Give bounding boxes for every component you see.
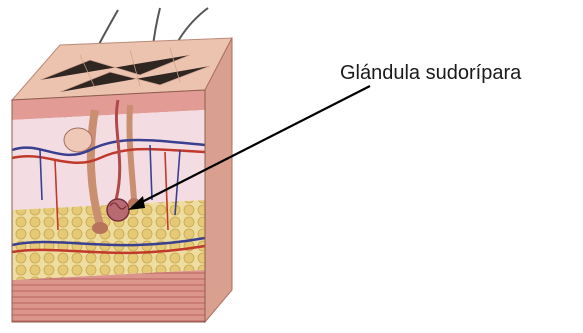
sweat-gland-coil [107,199,129,221]
sebaceous-gland [64,128,92,152]
sweat-gland-label: Glándula sudorípara [340,62,521,85]
